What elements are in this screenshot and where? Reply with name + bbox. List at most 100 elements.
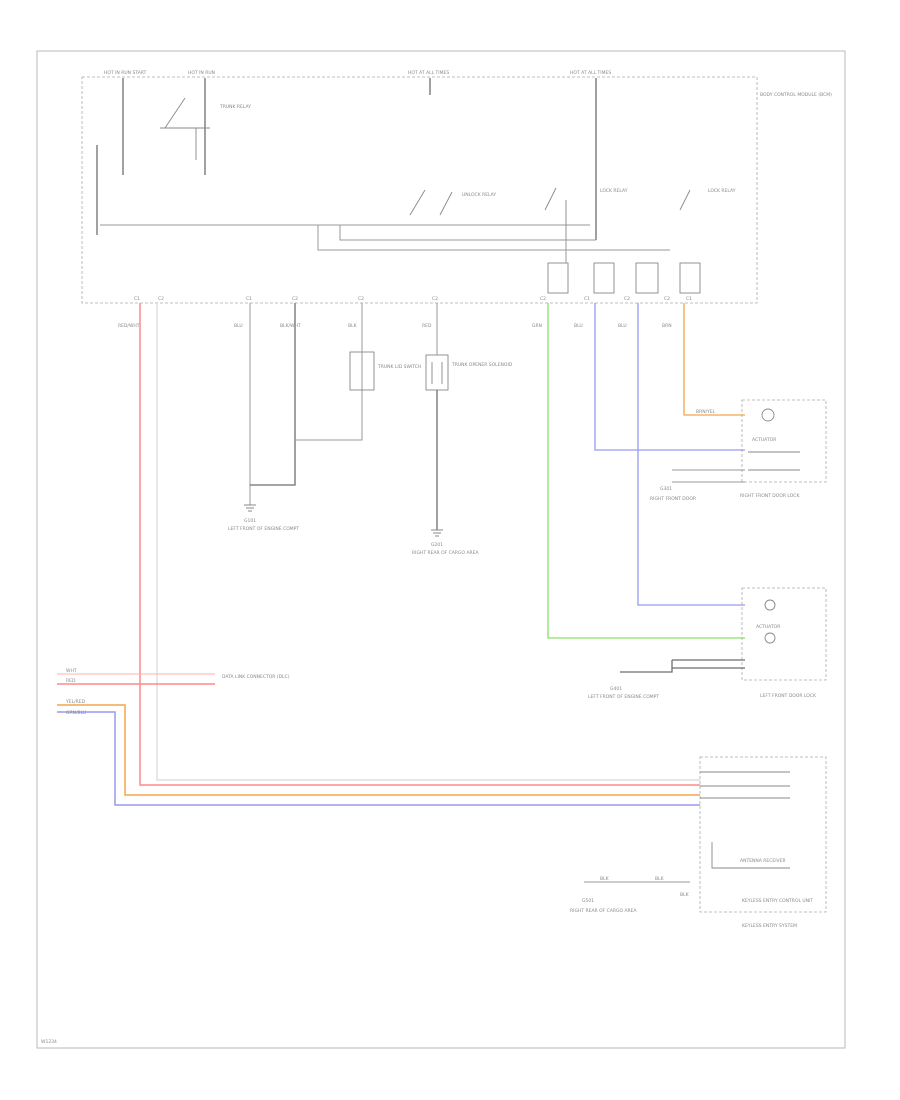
left-circuit: TRUNK LID SWITCH G101 LEFT FRONT OF ENGI… [228, 303, 421, 532]
lock-relay-contact-1 [544, 187, 567, 240]
wire-blue-bus [57, 711, 700, 806]
ground-g201-desc: RIGHT REAR OF CARGO AREA [412, 550, 480, 556]
solenoid-label: TRUNK OPENER SOLENOID [451, 362, 513, 368]
lock-relay-label-1: LOCK RELAY [600, 188, 628, 194]
outer-frame [36, 50, 846, 1049]
wire-blue-rf [594, 303, 745, 451]
top-label-1: HOT IN RUN START [104, 70, 147, 76]
lf-lock-title: LEFT FRONT DOOR LOCK [760, 693, 817, 699]
module-title: BODY CONTROL MODULE (BCM) [760, 92, 832, 98]
lf-actuator-label: ACTUATOR [756, 624, 780, 630]
wire-blk-switch [295, 303, 363, 441]
wire-label-8: BLU [618, 323, 627, 329]
internal-bus-3 [339, 225, 596, 241]
rf-ground-wire [672, 469, 745, 483]
wire-label-9: BRN [662, 323, 672, 329]
wire-green [547, 303, 745, 639]
pin-5: C2 [358, 296, 364, 302]
ignition-switch [160, 97, 210, 160]
module-box [81, 76, 758, 304]
module-switch-label: TRUNK RELAY [219, 104, 251, 110]
trunk-lid-switch-label: TRUNK LID SWITCH [377, 364, 421, 370]
wire-label-5: RED [422, 323, 432, 329]
data-bus: WHT RED YEL/RED GRN/BLU DATA LINK CONNEC… [57, 303, 700, 806]
bus-label-1: WHT [66, 668, 77, 674]
wire-orange [683, 303, 745, 416]
internal-bus-2 [317, 225, 670, 251]
pin-3: C1 [246, 296, 252, 302]
rf-ground-label: G301 [660, 486, 672, 492]
wire-label-6: GRN [532, 323, 542, 329]
antenna-receiver-symbol [711, 842, 790, 869]
keyless-entry-unit: ANTENNA RECEIVER KEYLESS ENTRY CONTROL U… [570, 756, 827, 929]
body-control-module: BODY CONTROL MODULE (BCM) HOT IN RUN STA… [81, 70, 832, 329]
lock-relay-label-2: LOCK RELAY [708, 188, 736, 194]
wire-label-1: RED/WHT [118, 323, 140, 329]
top-label-2: HOT IN RUN [188, 70, 215, 76]
keyless-caption: KEYLESS ENTRY SYSTEM [742, 923, 797, 929]
pin-7: C2 [540, 296, 546, 302]
solenoid-coil [431, 362, 443, 384]
ground-g101-desc: LEFT FRONT OF ENGINE COMPT [228, 526, 299, 532]
rf-motor-symbol [761, 408, 775, 422]
top-label-3: HOT AT ALL TIMES [408, 70, 449, 76]
wire-orange-bus [57, 704, 700, 796]
keyless-wire-label-2: BLK [655, 876, 665, 882]
keyless-wire-label-3: BLK [680, 892, 690, 898]
pin-2: C2 [158, 296, 164, 302]
keyless-box [699, 756, 827, 913]
left-front-door-lock: LEFT FRONT DOOR LOCK ACTUATOR G401 LEFT … [547, 303, 827, 700]
keyless-title: KEYLESS ENTRY CONTROL UNIT [742, 898, 813, 904]
unlock-relay-label: UNLOCK RELAY [462, 192, 496, 198]
bus-label-3: YEL/RED [65, 699, 86, 705]
wire-label-4: BLK [348, 323, 358, 329]
bus-label-2: RED [66, 678, 76, 684]
bus-label-4: GRN/BLU [66, 710, 86, 716]
ground-g201-symbol [431, 529, 443, 537]
rf-lock-title: RIGHT FRONT DOOR LOCK [740, 493, 800, 499]
rf-ground-desc: RIGHT FRONT DOOR [650, 496, 696, 502]
lock-relay-contact-2 [679, 189, 691, 211]
fuse-block-1 [547, 262, 569, 294]
wire-blue-lf [637, 303, 745, 606]
rf-lock-box [741, 399, 827, 483]
pin-8: C1 [584, 296, 590, 302]
wire-red-bus [139, 303, 700, 786]
keyless-wire-label-1: BLK [600, 876, 610, 882]
pin-10: C2 [664, 296, 670, 302]
lf-ground-wires [620, 659, 745, 673]
wire-label-2: BLU [234, 323, 243, 329]
ground-g101-label: G101 [244, 518, 256, 524]
rf-actuator-lines [748, 451, 800, 471]
fuse-block-2 [593, 262, 615, 294]
lf-motor-symbol-1 [764, 599, 776, 611]
dlc-label: DATA LINK CONNECTOR (DLC) [222, 674, 290, 680]
lf-motor-symbol-2 [764, 632, 776, 644]
keyless-ground-desc: RIGHT REAR OF CARGO AREA [570, 908, 638, 914]
wire-blk-wht [250, 303, 296, 486]
rf-wire-label: BRN/YEL [696, 409, 716, 415]
ground-g101-symbol [244, 504, 256, 512]
wire-white [156, 303, 700, 781]
keyless-ground-label: G501 [582, 898, 594, 904]
lf-ground-desc: LEFT FRONT OF ENGINE COMPT [588, 694, 659, 700]
trunk-lid-switch [349, 351, 375, 391]
lf-ground-label: G401 [610, 686, 622, 692]
rf-actuator-label: ACTUATOR [752, 437, 776, 443]
right-front-door-lock: RIGHT FRONT DOOR LOCK BRN/YEL ACTUATOR G… [594, 303, 827, 502]
pin-9: C2 [624, 296, 630, 302]
pin-4: C2 [292, 296, 298, 302]
fuse-block-3 [635, 262, 659, 294]
center-circuit: TRUNK OPENER SOLENOID G201 RIGHT REAR OF… [412, 303, 513, 556]
ground-g201-label: G201 [431, 542, 443, 548]
fuse-block-4 [679, 262, 701, 294]
pin-6: C2 [432, 296, 438, 302]
trunk-opener-solenoid [425, 354, 449, 391]
lf-lock-box [741, 587, 827, 681]
keyless-inner-lines [700, 771, 790, 799]
footer-code: W1234 [41, 1039, 57, 1045]
antenna-receiver-label: ANTENNA RECEIVER [740, 858, 786, 864]
pin-1: C1 [134, 296, 140, 302]
unlock-relay-contact [409, 189, 453, 216]
